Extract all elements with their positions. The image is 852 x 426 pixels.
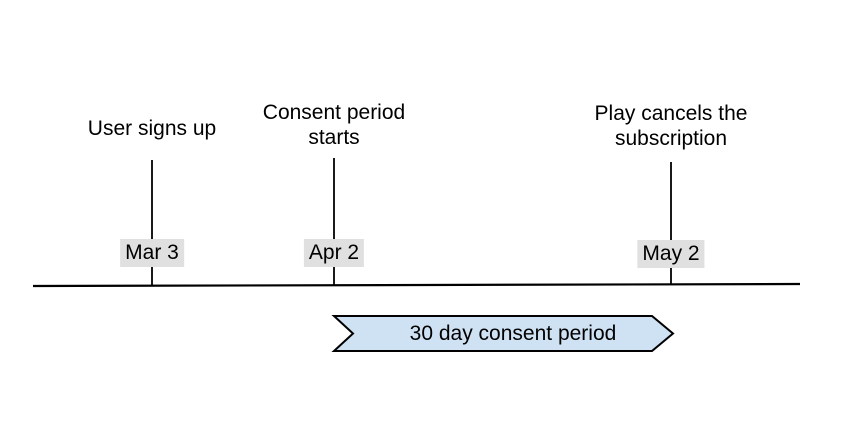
- consent-period-arrow-shape: [331, 315, 675, 352]
- timeline-axis-line: [32, 282, 801, 288]
- event-title-play-cancels-subscription: Play cancels the subscription: [594, 102, 748, 150]
- event-title-consent-period-starts: Consent period starts: [262, 101, 406, 149]
- date-badge-mar3: Mar 3: [120, 239, 184, 267]
- event-title-user-signs-up: User signs up: [87, 117, 217, 140]
- date-badge-apr2: Apr 2: [303, 239, 365, 267]
- date-badge-may2: May 2: [637, 240, 705, 268]
- consent-period-arrow-label: 30 day consent period: [409, 322, 617, 345]
